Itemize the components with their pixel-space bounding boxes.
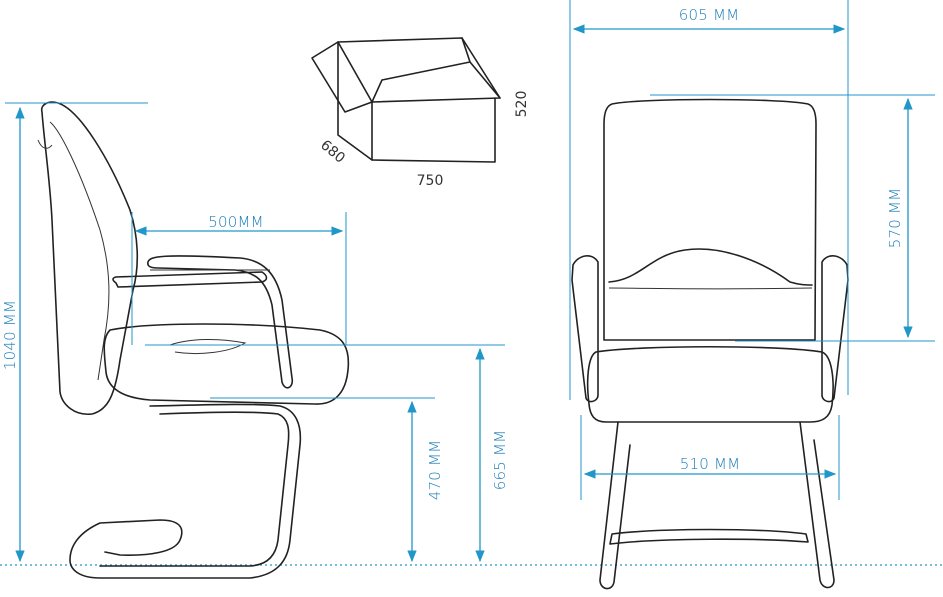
armrest-height-dimension: 665 MM bbox=[145, 344, 509, 563]
packaging-box: 750 680 520 bbox=[311, 37, 530, 189]
overall-width-dimension: 605 MM bbox=[569, 0, 849, 400]
armrest-height-label: 665 MM bbox=[491, 430, 509, 490]
box-height-label: 520 bbox=[514, 91, 530, 118]
backrest-height-label: 570 MM bbox=[886, 188, 904, 248]
backrest-height-dimension: 570 MM bbox=[650, 94, 935, 342]
side-view-chair bbox=[37, 101, 350, 579]
box-length-label: 750 bbox=[417, 173, 444, 189]
side-height-dimension: 1040 MM bbox=[1, 102, 148, 563]
total-height-label: 1040 MM bbox=[1, 300, 19, 370]
base-width-label: 510 MM bbox=[680, 455, 740, 473]
overall-width-label: 605 MM bbox=[679, 6, 739, 24]
base-width-dimension: 510 MM bbox=[580, 415, 840, 500]
front-view-chair bbox=[571, 98, 849, 590]
box-width-label: 680 bbox=[317, 137, 348, 166]
seat-height-label: 470 MM bbox=[426, 440, 444, 500]
seat-depth-dimension: 500MM bbox=[131, 212, 347, 345]
seat-height-dimension: 470 MM bbox=[210, 397, 444, 563]
seat-depth-label: 500MM bbox=[208, 213, 264, 231]
